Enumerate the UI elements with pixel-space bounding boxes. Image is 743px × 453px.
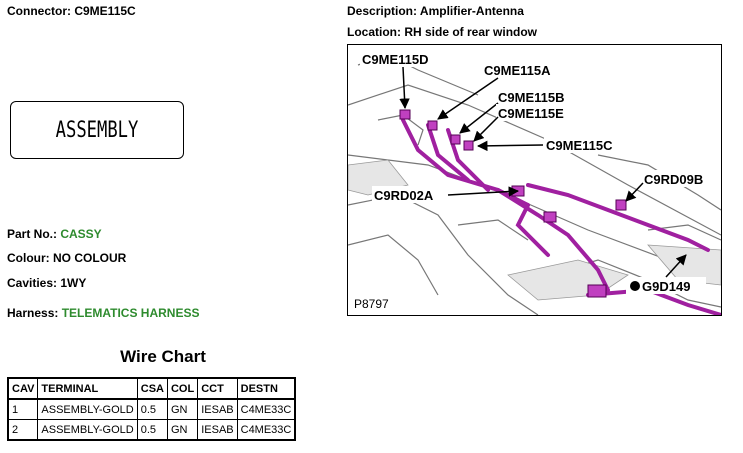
description-label: Description: — [347, 4, 420, 18]
table-row: 2 ASSEMBLY-GOLD 0.5 GN IESAB C4ME33C — [7, 419, 296, 441]
location-value: RH side of rear window — [404, 25, 538, 39]
connector-label: Connector: — [7, 4, 75, 18]
cell-col: GN — [166, 419, 199, 441]
connector-face-image: ASSEMBLY — [10, 101, 184, 159]
location-field: Location: RH side of rear window — [347, 25, 537, 39]
callout-c9me115c: C9ME115C — [476, 136, 630, 153]
callout-g9d149: G9D149 — [626, 254, 706, 294]
wire-chart-header-row: CAV TERMINAL CSA COL CCT DESTN — [7, 377, 296, 400]
connector-field: Connector: C9ME115C — [7, 4, 136, 18]
cell-terminal: ASSEMBLY-GOLD — [37, 398, 138, 420]
cell-destn: C4ME33C — [236, 419, 296, 441]
colour-label: Colour: — [7, 251, 53, 265]
colour-value: NO COLOUR — [53, 251, 127, 265]
cell-col: GN — [166, 398, 199, 420]
wire-chart-title: Wire Chart — [120, 347, 206, 366]
header-col: COL — [166, 377, 199, 400]
header-terminal: TERMINAL — [37, 377, 138, 400]
harness-label: Harness: — [7, 306, 62, 320]
cell-cct: IESAB — [197, 398, 238, 420]
table-row: 1 ASSEMBLY-GOLD 0.5 GN IESAB C4ME33C — [7, 398, 296, 420]
callout-c9rd02a: C9RD02A — [372, 186, 520, 203]
cell-cav: 2 — [7, 419, 39, 441]
ground-point-icon — [630, 281, 640, 291]
wire-chart-table: CAV TERMINAL CSA COL CCT DESTN 1 ASSEMBL… — [7, 377, 297, 441]
location-label: Location: — [347, 25, 405, 39]
header-destn: DESTN — [236, 377, 296, 400]
description-field: Description: Amplifier-Antenna — [347, 4, 524, 18]
cavities-value: 1WY — [60, 276, 87, 290]
callout-c9rd02a-text: C9RD02A — [374, 188, 434, 203]
cavities-label: Cavities: — [7, 276, 61, 290]
telematics-harness — [401, 118, 721, 315]
part-no-field: Part No.: CASSY — [7, 227, 102, 241]
callout-c9me115d-text: C9ME115D — [362, 52, 428, 67]
callout-c9me115a: C9ME115A — [437, 61, 568, 120]
cell-csa: 0.5 — [136, 398, 168, 420]
cell-terminal: ASSEMBLY-GOLD — [37, 419, 138, 441]
colour-field: Colour: NO COLOUR — [7, 251, 126, 265]
callout-g9d149-text: G9D149 — [642, 279, 690, 294]
cell-destn: C4ME33C — [236, 398, 296, 420]
header-cct: CCT — [197, 377, 238, 400]
figure-id: P8797 — [354, 297, 389, 311]
cavities-field: Cavities: 1WY — [7, 276, 86, 290]
part-no-label: Part No.: — [7, 227, 61, 241]
location-diagram: C9ME115D C9ME115A C9ME115B C9ME115E C9ME… — [347, 44, 722, 316]
callout-c9me115e-text: C9ME115E — [498, 106, 564, 121]
harness-value: TELEMATICS HARNESS — [61, 306, 200, 320]
callout-c9rd09b: C9RD09B — [625, 170, 718, 202]
connector-face-text: ASSEMBLY — [55, 117, 139, 143]
header-cav: CAV — [7, 377, 39, 400]
callout-c9rd09b-text: C9RD09B — [644, 172, 703, 187]
callout-c9me115e: C9ME115E — [473, 104, 582, 142]
callout-c9me115c-text: C9ME115C — [546, 138, 613, 153]
cell-csa: 0.5 — [136, 419, 168, 441]
callout-c9me115b-text: C9ME115B — [498, 90, 564, 105]
description-value: Amplifier-Antenna — [419, 4, 524, 18]
callout-c9me115d: C9ME115D — [360, 50, 444, 110]
header-csa: CSA — [136, 377, 168, 400]
connector-value: C9ME115C — [74, 4, 136, 18]
cell-cav: 1 — [7, 398, 39, 420]
callout-c9me115a-text: C9ME115A — [484, 63, 551, 78]
cell-cct: IESAB — [197, 419, 238, 441]
harness-field: Harness: TELEMATICS HARNESS — [7, 306, 200, 320]
part-no-value: CASSY — [60, 227, 102, 241]
callout-c9me115b: C9ME115B — [459, 88, 582, 134]
